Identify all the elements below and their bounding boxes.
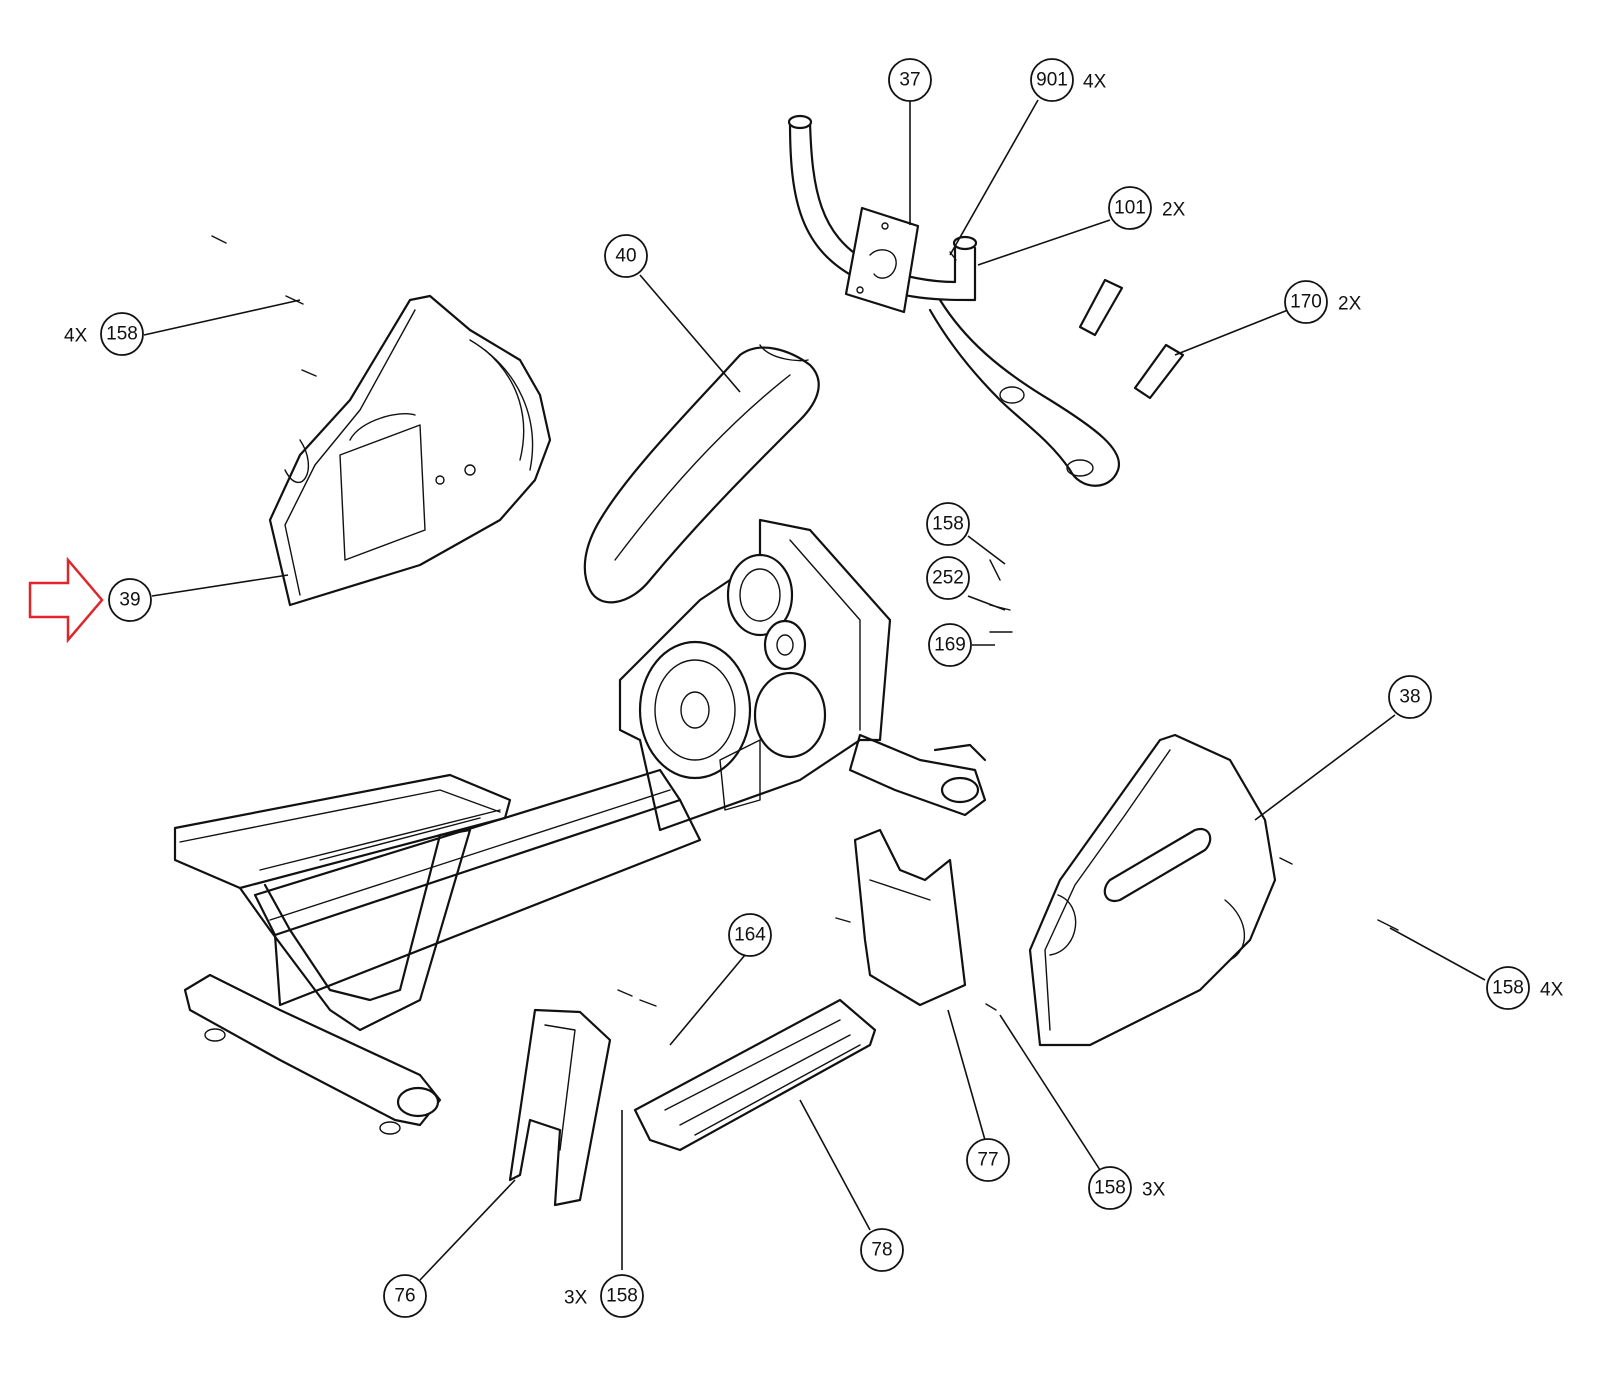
callout-158-lower-right: 158 3X (1088, 1166, 1166, 1210)
right-shroud-part (1028, 733, 1277, 1047)
callout-number: 170 (1290, 292, 1322, 313)
callout-number: 76 (394, 1286, 415, 1307)
highlight-arrow-icon (28, 556, 104, 644)
rear-cover-part (508, 1008, 612, 1207)
callout-number: 169 (934, 635, 966, 656)
seat-part (173, 773, 512, 1135)
callout-quantity: 2X (1162, 200, 1186, 221)
callout-158-upper: 158 (926, 502, 970, 546)
callout-40: 40 (604, 234, 648, 278)
handlebar-assembly (787, 114, 1121, 487)
callout-158-left: 4X 158 (64, 312, 144, 356)
callout-38: 38 (1388, 675, 1432, 719)
left-shroud-part (268, 294, 552, 607)
callout-quantity: 2X (1338, 294, 1362, 315)
callout-number: 901 (1036, 70, 1068, 91)
callout-quantity: 3X (1142, 1180, 1166, 1201)
callout-number: 158 (1492, 978, 1524, 999)
callout-101: 101 2X (1108, 186, 1186, 230)
callout-number: 39 (119, 590, 140, 611)
callout-number: 77 (977, 1150, 998, 1171)
callout-76: 76 (383, 1274, 427, 1318)
callout-77: 77 (966, 1138, 1010, 1182)
callout-170: 170 2X (1284, 280, 1362, 324)
callout-number: 40 (615, 246, 636, 267)
belt-cover-part (583, 344, 820, 604)
callout-number: 158 (1094, 1178, 1126, 1199)
screws (211, 235, 1399, 1011)
callout-number: 37 (899, 70, 920, 91)
leader-lines (143, 99, 1486, 1281)
hand-grip-sensors (1078, 278, 1185, 400)
callout-number: 101 (1114, 198, 1146, 219)
callout-252: 252 (926, 556, 970, 600)
callout-number: 158 (606, 1286, 638, 1307)
callout-169: 169 (928, 623, 972, 667)
main-frame-part (253, 518, 987, 1007)
callout-quantity: 4X (1540, 980, 1564, 1001)
step-plate-part (633, 998, 877, 1152)
callout-164: 164 (728, 913, 772, 957)
callout-158-right: 158 4X (1486, 966, 1564, 1010)
callout-number: 164 (734, 925, 766, 946)
callout-quantity: 4X (64, 326, 88, 347)
front-cover-part (853, 828, 967, 1007)
callout-number: 38 (1399, 687, 1420, 708)
callout-158-bottom: 3X 158 (564, 1274, 644, 1318)
callout-39: 39 (108, 578, 152, 622)
callout-37: 37 (888, 58, 932, 102)
callout-number: 158 (106, 324, 138, 345)
callout-number: 252 (932, 568, 964, 589)
callout-901: 901 4X (1030, 58, 1107, 102)
callout-number: 78 (871, 1240, 892, 1261)
callout-quantity: 4X (1083, 72, 1107, 93)
callout-78: 78 (860, 1228, 904, 1272)
callout-number: 158 (932, 514, 964, 535)
callout-quantity: 3X (564, 1288, 588, 1309)
